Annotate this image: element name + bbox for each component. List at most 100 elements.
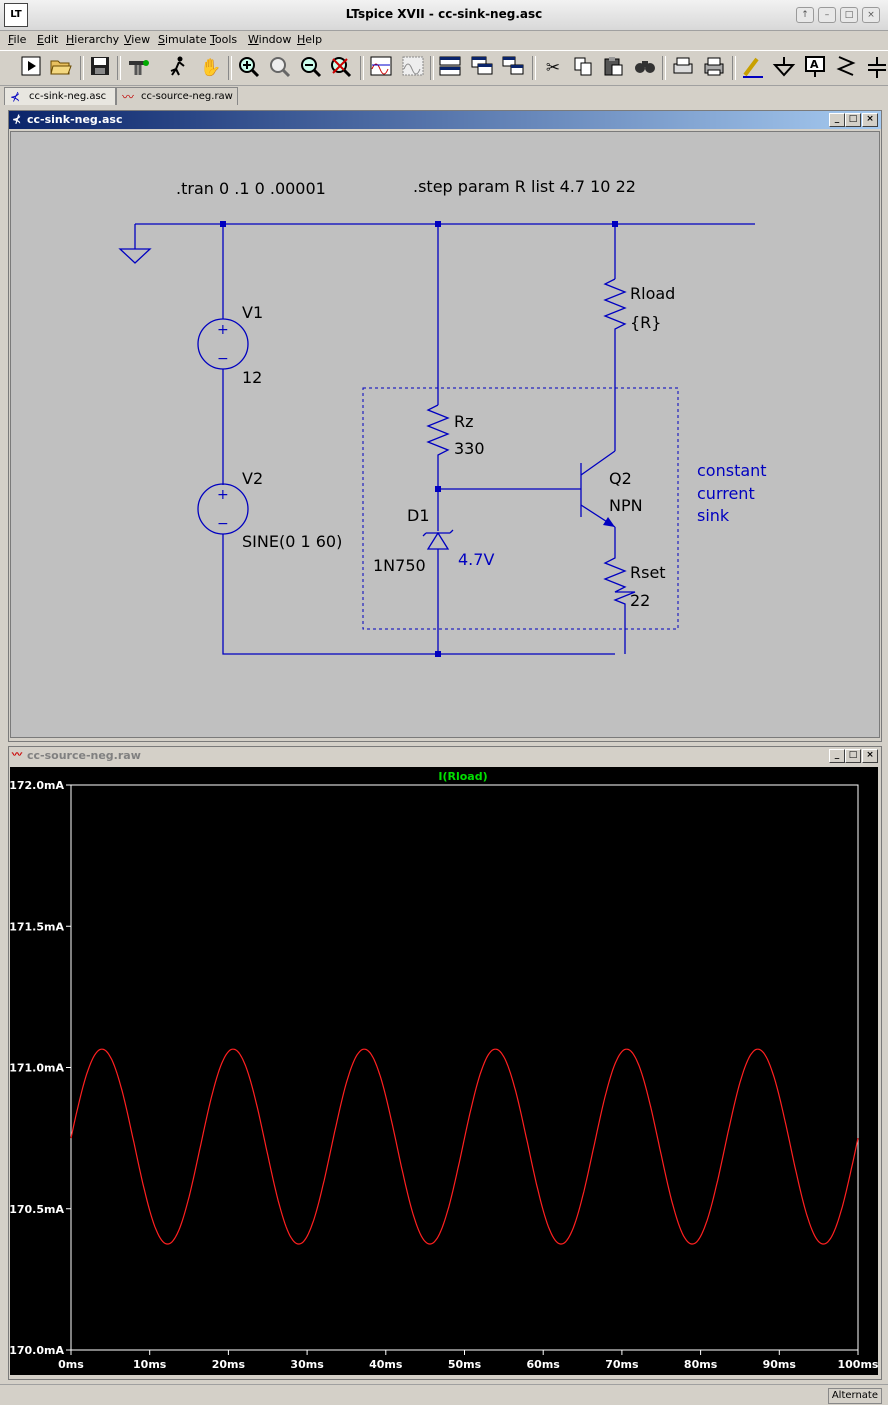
- close-icon[interactable]: ×: [862, 749, 878, 763]
- menu-bar: File Edit Hierarchy View Simulate Tools …: [0, 31, 888, 49]
- comment-line-2[interactable]: current: [697, 484, 755, 503]
- x-tick-label: 30ms: [290, 1358, 324, 1371]
- tab-cc-sink-neg[interactable]: ⊀ cc-sink-neg.asc: [4, 87, 116, 105]
- x-tick-label: 40ms: [369, 1358, 403, 1371]
- run-icon[interactable]: [18, 55, 44, 81]
- control-panel-icon[interactable]: [125, 55, 151, 81]
- x-tick-label: 80ms: [684, 1358, 718, 1371]
- draw-wire-icon[interactable]: [740, 55, 766, 81]
- minimize-icon[interactable]: _: [829, 749, 845, 763]
- schematic-canvas[interactable]: .tran 0 .1 0 .00001 .step param R list 4…: [10, 131, 880, 738]
- zoom-area-icon[interactable]: [267, 55, 293, 81]
- maximize-icon[interactable]: □: [845, 113, 861, 127]
- shade-icon[interactable]: ↑: [796, 7, 814, 23]
- menu-view[interactable]: View: [124, 33, 151, 46]
- zoom-cancel-icon[interactable]: [328, 55, 354, 81]
- menu-hierarchy[interactable]: Hierarchy: [66, 33, 120, 46]
- waveform-svg[interactable]: I(Rload) 172.0mA171.5mA171.0mA170.5mA170…: [9, 767, 879, 1375]
- d1-annotation[interactable]: 4.7V: [458, 550, 494, 569]
- copy-icon[interactable]: [570, 55, 596, 81]
- d1-name[interactable]: D1: [407, 506, 430, 525]
- waveform-icon: 〰: [12, 750, 22, 761]
- maximize-icon[interactable]: □: [845, 749, 861, 763]
- comment-line-1[interactable]: constant: [697, 461, 767, 480]
- capacitor-icon[interactable]: [864, 55, 888, 81]
- resistor-rset[interactable]: [603, 527, 636, 654]
- tran-directive[interactable]: .tran 0 .1 0 .00001: [176, 179, 326, 198]
- rset-name[interactable]: Rset: [630, 563, 666, 582]
- ground-icon[interactable]: [771, 55, 797, 81]
- voltage-source-v1[interactable]: + −: [197, 318, 249, 370]
- trace-label[interactable]: I(Rload): [438, 770, 487, 783]
- trace-i-rload[interactable]: [70, 1048, 859, 1245]
- rz-name[interactable]: Rz: [454, 412, 474, 431]
- label-net-icon[interactable]: A: [802, 55, 828, 81]
- bottom-net-wire[interactable]: [222, 534, 615, 655]
- step-directive[interactable]: .step param R list 4.7 10 22: [413, 177, 636, 196]
- pan-icon[interactable]: [400, 55, 426, 81]
- menu-window[interactable]: Window: [248, 33, 292, 46]
- waveform-window-title-bar[interactable]: 〰 cc-source-neg.raw _ □ ×: [9, 747, 881, 765]
- rz-value[interactable]: 330: [454, 439, 485, 458]
- v2-name[interactable]: V2: [242, 469, 263, 488]
- cut-icon[interactable]: ✂: [545, 58, 561, 78]
- resistor-rload[interactable]: [603, 278, 627, 451]
- cascade-icon[interactable]: [469, 55, 495, 81]
- hand-icon[interactable]: ✋: [200, 58, 222, 78]
- save-icon[interactable]: [87, 55, 113, 81]
- rload-value[interactable]: {R}: [630, 313, 661, 332]
- print-icon[interactable]: [701, 55, 727, 81]
- autorange-icon[interactable]: [368, 55, 394, 81]
- status-text: Alternate: [827, 1388, 882, 1404]
- tile-vertical-icon[interactable]: [500, 55, 526, 81]
- v1-name[interactable]: V1: [242, 303, 263, 322]
- plot-frame: [70, 784, 859, 1351]
- rload-name[interactable]: Rload: [630, 284, 675, 303]
- menu-help[interactable]: Help: [297, 33, 323, 46]
- close-icon[interactable]: ×: [862, 113, 878, 127]
- d1-value[interactable]: 1N750: [373, 556, 426, 575]
- comment-line-3[interactable]: sink: [697, 506, 730, 525]
- rset-value[interactable]: 22: [630, 591, 650, 610]
- window-title-bar[interactable]: LT LTspice XVII - cc-sink-neg.asc ↑ – □ …: [0, 0, 888, 31]
- zoom-out-icon[interactable]: [298, 55, 324, 81]
- schematic-icon: ⊀: [12, 113, 22, 126]
- junction-dot: [220, 221, 226, 227]
- junction-dot: [435, 221, 441, 227]
- ground-icon[interactable]: [118, 224, 152, 264]
- menu-edit[interactable]: Edit: [37, 33, 59, 46]
- resistor-icon[interactable]: [834, 55, 860, 81]
- menu-tools[interactable]: Tools: [210, 33, 238, 46]
- menu-simulate[interactable]: Simulate: [158, 33, 207, 46]
- tile-horizontal-icon[interactable]: [437, 55, 463, 81]
- group-box[interactable]: [362, 387, 679, 630]
- v2-value[interactable]: SINE(0 1 60): [242, 532, 342, 551]
- x-tick-label: 70ms: [605, 1358, 639, 1371]
- menu-file[interactable]: File: [8, 33, 27, 46]
- minus-sign: −: [217, 351, 229, 367]
- schematic-window-title-bar[interactable]: ⊀ cc-sink-neg.asc _ □ ×: [9, 111, 881, 129]
- paste-icon[interactable]: [600, 55, 626, 81]
- minimize-icon[interactable]: _: [829, 113, 845, 127]
- close-icon[interactable]: ×: [862, 7, 880, 23]
- svg-text:A: A: [810, 58, 819, 71]
- tab-cc-source-neg[interactable]: 〰 cc-source-neg.raw: [116, 87, 238, 105]
- minimize-icon[interactable]: –: [818, 7, 836, 23]
- open-icon[interactable]: [48, 55, 74, 81]
- x-tick-label: 100ms: [838, 1358, 878, 1371]
- transistor-q2[interactable]: [580, 450, 616, 528]
- find-icon[interactable]: [632, 55, 658, 81]
- q2-value[interactable]: NPN: [609, 496, 643, 515]
- zoom-in-icon[interactable]: [236, 55, 262, 81]
- q2-name[interactable]: Q2: [609, 469, 632, 488]
- voltage-source-v2[interactable]: + −: [197, 483, 249, 535]
- resistor-rz[interactable]: [426, 404, 450, 489]
- print-preview-icon[interactable]: [670, 55, 696, 81]
- minus-sign: −: [217, 516, 229, 532]
- maximize-icon[interactable]: □: [840, 7, 858, 23]
- v1-value[interactable]: 12: [242, 368, 262, 387]
- zener-diode-d1[interactable]: [422, 529, 454, 550]
- halt-icon[interactable]: [165, 55, 191, 81]
- x-tick-label: 50ms: [448, 1358, 482, 1371]
